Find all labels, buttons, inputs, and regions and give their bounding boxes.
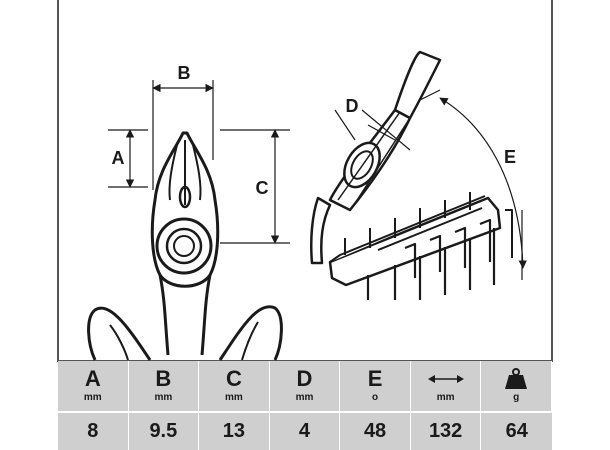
- diagram-frame: [57, 0, 553, 362]
- spec-value-a: 8: [58, 413, 129, 450]
- ic-chip: [328, 192, 513, 300]
- spec-unit: g: [513, 392, 520, 403]
- spec-symbol: B: [155, 366, 172, 391]
- spec-header-c: C mm: [199, 361, 270, 413]
- dimension-a: [108, 129, 148, 188]
- spec-unit: mm: [83, 392, 102, 403]
- spec-value-e: 48: [340, 413, 411, 450]
- spec-table: A mm B mm C mm D mm E o mm: [58, 361, 552, 450]
- spec-symbol: D: [296, 366, 313, 391]
- pliers-side-view: [310, 50, 442, 265]
- spec-header-weight: g: [481, 361, 552, 413]
- spec-value-c: 13: [199, 413, 270, 450]
- dimension-d: [334, 109, 411, 151]
- dimension-label-b: B: [178, 63, 191, 83]
- spec-symbol: C: [225, 366, 242, 391]
- dimension-e: [419, 89, 527, 280]
- spec-value-b: 9.5: [128, 413, 200, 450]
- spec-unit: o: [372, 392, 379, 403]
- length-arrow-icon: [427, 368, 464, 390]
- pliers-front-view: [87, 131, 283, 361]
- spec-header-length: mm: [410, 361, 482, 413]
- dimension-c: [220, 129, 290, 244]
- dimension-b: [152, 80, 214, 190]
- spec-value-length: 132: [410, 413, 482, 450]
- spec-value-weight: 64: [481, 413, 552, 450]
- spec-symbol: E: [367, 366, 383, 391]
- spec-header-d: D mm: [269, 361, 341, 413]
- spec-header-e: E o: [340, 361, 411, 413]
- spec-header-a: A mm: [58, 361, 129, 413]
- weight-icon: [504, 368, 528, 390]
- spec-symbol: A: [84, 366, 101, 391]
- spec-header-b: B mm: [128, 361, 200, 413]
- dimension-label-a: A: [112, 148, 125, 168]
- spec-value-d: 4: [269, 413, 341, 450]
- dimension-label-c: C: [256, 178, 269, 198]
- spec-unit: mm: [225, 392, 243, 403]
- dimension-label-d: D: [346, 96, 359, 116]
- spec-unit: mm: [295, 392, 314, 403]
- spec-unit: mm: [436, 392, 455, 403]
- dimension-label-e: E: [504, 147, 516, 167]
- spec-unit: mm: [154, 392, 173, 403]
